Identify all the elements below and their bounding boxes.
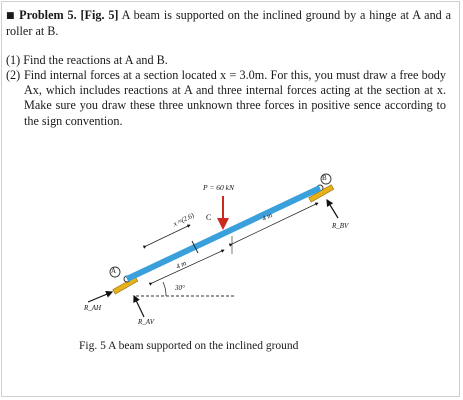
load-label: P = 60 kN xyxy=(203,183,234,192)
reaction-bv-arrow xyxy=(326,198,339,219)
reaction-ah-arrow xyxy=(87,290,114,303)
question-number: (2) xyxy=(6,68,21,82)
problem-statement: ■ Problem 5. [Fig. 5] A beam is supporte… xyxy=(6,8,451,39)
point-a-circle xyxy=(109,266,121,278)
section-point-label: C xyxy=(206,213,212,222)
problem-heading: Problem 5. [Fig. 5] xyxy=(19,8,119,22)
angle-arc xyxy=(162,281,167,297)
point-b-label: B xyxy=(322,174,327,182)
reaction-av-label: R_AV xyxy=(138,318,154,326)
point-a-label: A xyxy=(111,267,117,275)
bullet-icon: ■ xyxy=(6,11,16,21)
reaction-ah-label: R_AH xyxy=(84,304,102,312)
reaction-bv-label: R_BV xyxy=(332,222,349,230)
dimension-x xyxy=(142,224,191,249)
angle-label: 30° xyxy=(175,284,185,292)
reaction-av-arrow xyxy=(133,294,145,318)
question-text: Find the reactions at A and B. xyxy=(23,53,168,67)
dimension-upper xyxy=(228,202,319,247)
question-text: Find internal forces at a section locate… xyxy=(24,68,446,128)
question-1: (1) Find the reactions at A and B. xyxy=(6,53,446,68)
figure-caption: Fig. 5 A beam supported on the inclined … xyxy=(79,340,299,352)
dimension-lower xyxy=(148,249,225,286)
point-b-circle xyxy=(320,173,332,185)
question-number: (1) xyxy=(6,53,21,67)
problem-text: A beam is supported on the inclined grou… xyxy=(6,8,452,38)
question-2: (2) Find internal forces at a section lo… xyxy=(6,68,446,129)
